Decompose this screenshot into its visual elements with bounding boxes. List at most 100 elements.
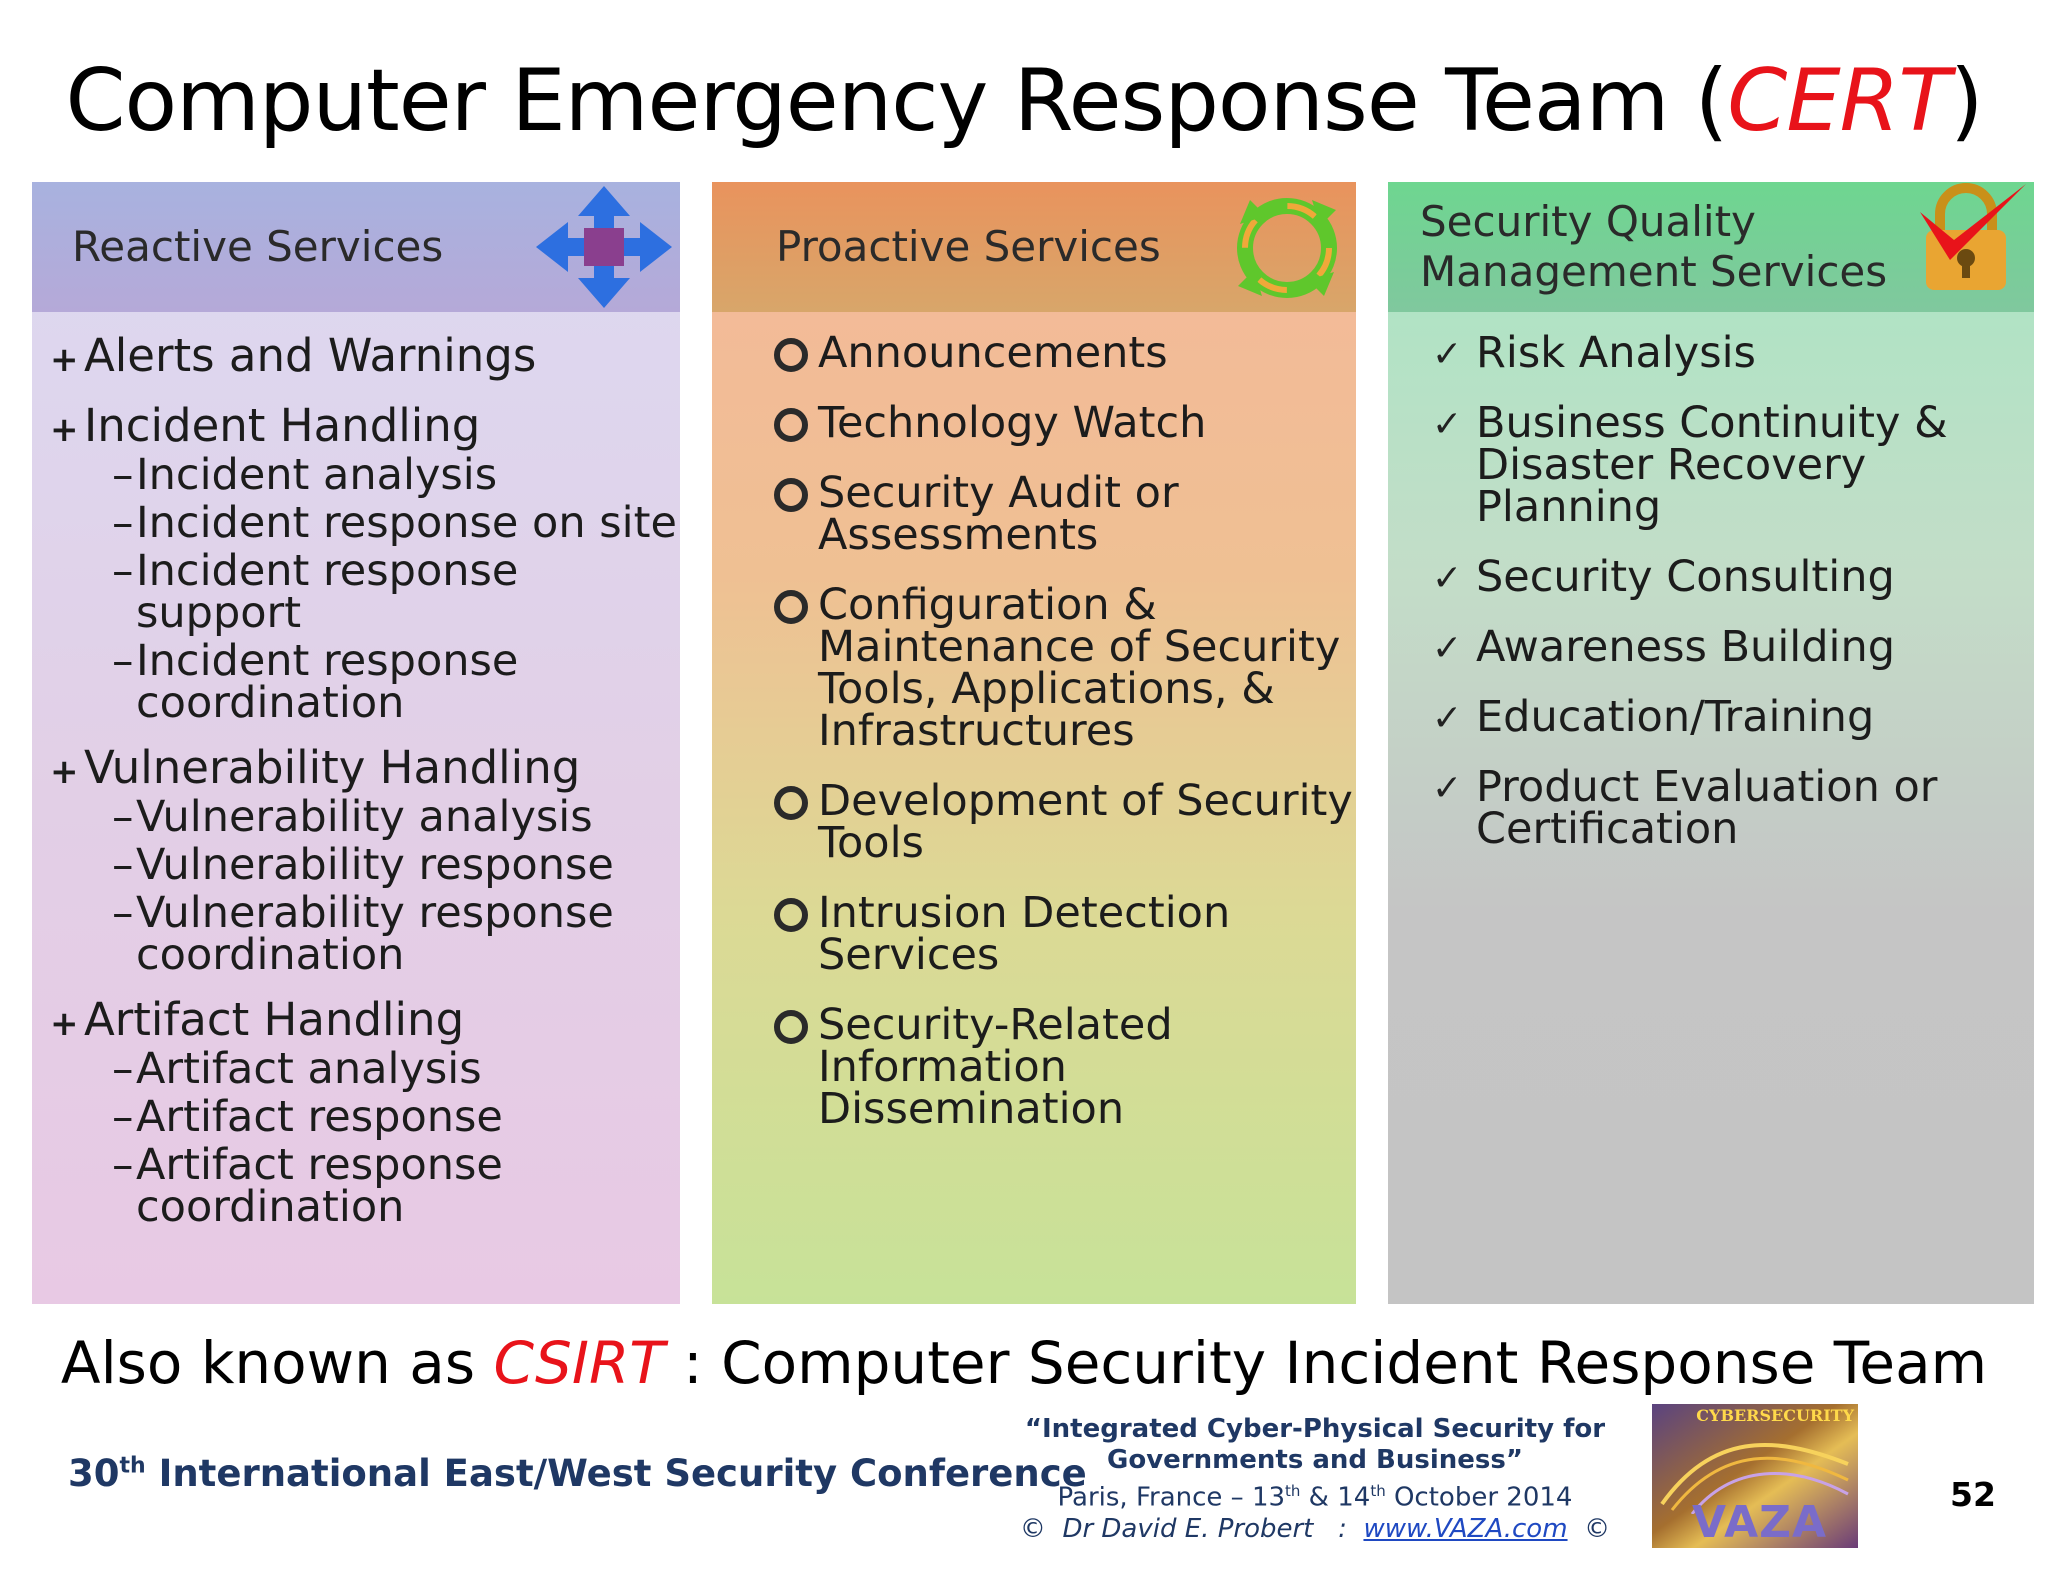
event-details: “Integrated Cyber-Physical Security for …: [990, 1414, 1640, 1545]
reactive-subitem-label: Vulnerability analysis: [136, 792, 593, 842]
conference-name: 30th International East/West Security Co…: [68, 1452, 1087, 1495]
dash-bullet: –: [112, 636, 134, 686]
proactive-item-label: Security-Related Information Disseminati…: [818, 1000, 1173, 1134]
quality-services-header: Security Quality Management Services: [1388, 182, 2034, 312]
plus-bullet-icon: +: [50, 1004, 79, 1044]
reactive-item-label: Artifact Handling: [84, 993, 465, 1046]
plus-bullet-icon: +: [50, 340, 79, 380]
circle-bullet-icon: [774, 898, 808, 932]
dash-bullet: –: [112, 1044, 134, 1094]
checkmark-bullet-icon: ✓: [1432, 558, 1463, 599]
reactive-subitem: –Incident response coordination: [32, 636, 680, 725]
proactive-services-header: Proactive Services: [712, 182, 1356, 312]
dash-bullet: –: [112, 888, 134, 938]
proactive-item-label: Announcements: [818, 328, 1168, 378]
plus-bullet-icon: +: [50, 752, 79, 792]
quality-services-list: ✓Risk Analysis✓Business Continuity & Dis…: [1388, 332, 2034, 878]
reactive-item-label: Incident Handling: [84, 399, 481, 452]
reactive-item: +Alerts and Warnings: [32, 329, 680, 382]
reactive-item-label: Vulnerability Handling: [84, 741, 581, 794]
csirt-note: Also known as CSIRT : Computer Security …: [60, 1329, 1988, 1397]
vaza-link[interactable]: www.VAZA.com: [1363, 1513, 1568, 1544]
circle-bullet-icon: [774, 338, 808, 372]
quality-item-label: Business Continuity & Disaster Recovery …: [1476, 398, 1948, 532]
reactive-subitem-label: Incident response support: [136, 546, 519, 638]
checkmark-bullet-icon: ✓: [1432, 768, 1463, 809]
reactive-services-panel: Reactive Services +Alerts and Warnings+I…: [32, 182, 680, 1304]
reactive-item: +Incident Handling: [32, 399, 680, 452]
reactive-subitem-label: Artifact response: [136, 1092, 503, 1142]
reactive-subitem: –Vulnerability analysis: [32, 792, 680, 842]
proactive-item: Development of Security Tools: [712, 780, 1356, 865]
proactive-item-label: Development of Security Tools: [818, 776, 1353, 868]
proactive-item-label: Intrusion Detection Services: [818, 888, 1231, 980]
checkmark-bullet-icon: ✓: [1432, 404, 1463, 445]
logo-top-text: CYBERSECURITY: [1696, 1406, 1854, 1425]
proactive-item: Security-Related Information Disseminati…: [712, 1004, 1356, 1131]
event-quote-line-1: “Integrated Cyber-Physical Security for: [1024, 1414, 1606, 1444]
proactive-item-label: Technology Watch: [818, 398, 1207, 448]
padlock-checkmark-icon: [1920, 183, 2026, 290]
reactive-subitem-label: Incident response coordination: [136, 636, 519, 728]
dash-bullet: –: [112, 792, 134, 842]
reactive-subitem-label: Incident analysis: [136, 450, 498, 500]
quality-services-title: Security Quality Management Services: [1420, 197, 1888, 296]
quality-item: ✓Risk Analysis: [1388, 332, 2034, 376]
four-way-arrows-icon: [536, 186, 672, 308]
reactive-subitem: –Incident response support: [32, 546, 680, 635]
quality-item-label: Education/Training: [1476, 692, 1875, 742]
quality-item: ✓Education/Training: [1388, 696, 2034, 740]
reactive-subitem-label: Vulnerability response: [136, 840, 614, 890]
checkmark-bullet-icon: ✓: [1432, 628, 1463, 669]
slide-title: Computer Emergency Response Team (CERT): [65, 51, 1983, 151]
reactive-subitem-label: Incident response on site: [136, 498, 677, 548]
reactive-item: +Vulnerability Handling: [32, 741, 680, 794]
reactive-item-label: Alerts and Warnings: [84, 329, 537, 382]
page-number: 52: [1950, 1475, 1996, 1514]
reactive-subitem: –Artifact response: [32, 1092, 680, 1142]
reactive-services-title: Reactive Services: [72, 222, 444, 271]
checkmark-bullet-icon: ✓: [1432, 698, 1463, 739]
proactive-services-title: Proactive Services: [776, 222, 1161, 271]
quality-item: ✓Awareness Building: [1388, 626, 2034, 670]
dash-bullet: –: [112, 1140, 134, 1190]
reactive-subitem: –Incident analysis: [32, 454, 680, 497]
event-quote-line-2: Governments and Business”: [1107, 1445, 1523, 1475]
circle-bullet-icon: [774, 786, 808, 820]
reactive-subitem-label: Artifact analysis: [136, 1044, 482, 1094]
quality-item: ✓Business Continuity & Disaster Recovery…: [1388, 402, 2034, 529]
quality-item-label: Security Consulting: [1476, 552, 1895, 602]
reactive-subitem-label: Artifact response coordination: [136, 1140, 503, 1232]
reactive-subitem: –Artifact response coordination: [32, 1140, 680, 1229]
circle-bullet-icon: [774, 1010, 808, 1044]
reactive-subitem-label: Vulnerability response coordination: [136, 888, 614, 980]
quality-item-label: Awareness Building: [1476, 622, 1895, 672]
dash-bullet: –: [112, 546, 134, 596]
plus-bullet-icon: +: [50, 410, 79, 450]
proactive-item: Technology Watch: [712, 402, 1356, 445]
quality-item-label: Risk Analysis: [1476, 328, 1756, 378]
proactive-item: Intrusion Detection Services: [712, 892, 1356, 977]
reactive-services-header: Reactive Services: [32, 182, 680, 312]
dash-bullet: –: [112, 1092, 134, 1142]
dash-bullet: –: [112, 840, 134, 890]
csirt-accent: CSIRT: [493, 1329, 665, 1397]
title-accent: CERT: [1727, 51, 1951, 151]
reactive-subitem: –Vulnerability response: [32, 840, 680, 890]
reactive-subitem: –Vulnerability response coordination: [32, 888, 680, 977]
reactive-subitem: –Artifact analysis: [32, 1044, 680, 1094]
reactive-services-list: +Alerts and Warnings+Incident Handling–I…: [32, 332, 680, 1248]
quality-item-label: Product Evaluation or Certification: [1476, 762, 1938, 854]
logo-brand: VAZA: [1692, 1497, 1828, 1548]
logo-swoosh-graphic: [1660, 1443, 1849, 1514]
circle-bullet-icon: [774, 590, 808, 624]
circle-bullet-icon: [774, 478, 808, 512]
proactive-item: Security Audit or Assessments: [712, 472, 1356, 557]
proactive-item: Configuration & Maintenance of Security …: [712, 584, 1356, 753]
reactive-item: +Artifact Handling: [32, 993, 680, 1046]
event-place-date: Paris, France – 13th & 14th October 2014: [1057, 1482, 1573, 1513]
vaza-cybersecurity-logo: CYBERSECURITY VAZA: [1652, 1404, 1858, 1548]
cycle-arrows-icon: [1237, 198, 1337, 298]
quality-item: ✓Product Evaluation or Certification: [1388, 766, 2034, 851]
